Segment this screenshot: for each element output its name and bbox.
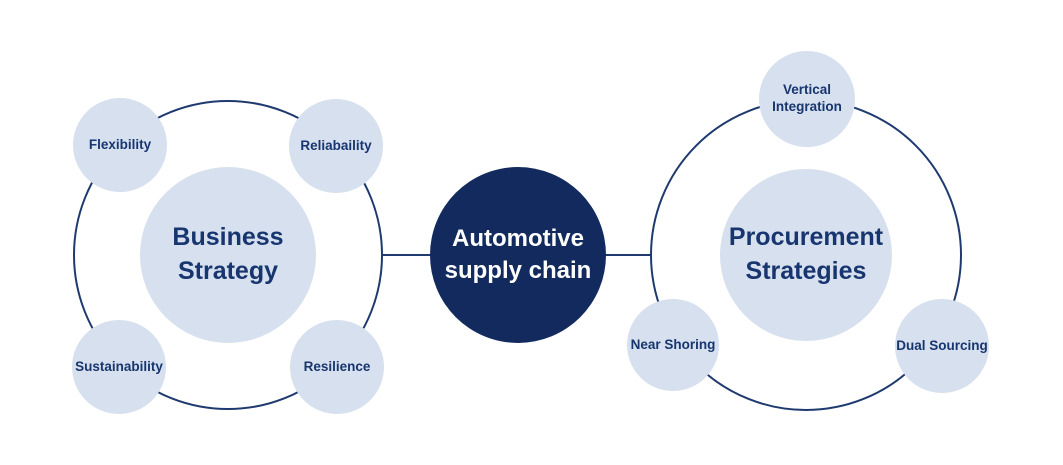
node-resilience: Resilience bbox=[290, 320, 384, 414]
node-vertical-integration-label: Vertical Integration bbox=[772, 82, 842, 114]
node-near-shoring: Near Shoring bbox=[627, 299, 719, 391]
node-dual-sourcing-label: Dual Sourcing bbox=[896, 337, 988, 353]
connector-center-to-procurement bbox=[605, 254, 651, 256]
node-procurement-strategies-label: Procurement Strategies bbox=[728, 223, 884, 285]
node-automotive-supply-chain-label: Automotive supply chain bbox=[444, 224, 592, 284]
node-business-strategy-label: Business Strategy bbox=[172, 223, 284, 285]
node-vertical-integration: Vertical Integration bbox=[759, 51, 855, 147]
connector-business-to-center bbox=[383, 254, 431, 256]
node-sustainability-label: Sustainability bbox=[75, 358, 163, 374]
node-flexibility: Flexibility bbox=[73, 98, 167, 192]
node-near-shoring-label: Near Shoring bbox=[630, 336, 716, 352]
node-flexibility-label: Flexibility bbox=[88, 136, 152, 152]
node-reliabaility-label: Reliabaility bbox=[300, 137, 372, 153]
node-procurement-strategies: Procurement Strategies bbox=[720, 169, 892, 341]
node-resilience-label: Resilience bbox=[303, 358, 371, 374]
node-dual-sourcing: Dual Sourcing bbox=[895, 299, 989, 393]
node-automotive-supply-chain: Automotive supply chain bbox=[430, 167, 606, 343]
node-sustainability: Sustainability bbox=[72, 320, 166, 414]
node-reliabaility: Reliabaility bbox=[289, 99, 383, 193]
business-strategy-ring bbox=[73, 100, 383, 410]
node-business-strategy: Business Strategy bbox=[140, 167, 316, 343]
